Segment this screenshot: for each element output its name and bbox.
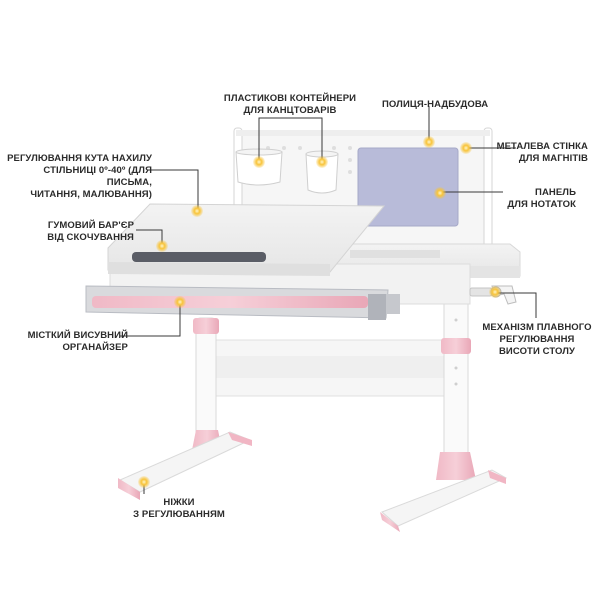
marker-dot <box>460 142 472 154</box>
right-leg <box>380 299 508 532</box>
rubber-barrier <box>132 252 266 262</box>
organizer-drawer <box>85 285 400 320</box>
callout-lines <box>120 106 537 494</box>
marker-dot <box>423 136 435 148</box>
label-metal-wall: МЕТАЛЕВА СТІНКА ДЛЯ МАГНІТІВ <box>496 141 588 164</box>
marker-dot <box>434 187 446 199</box>
label-organizer: МІСТКИЙ ВИСУВНИЙ ОРГАНАЙЗЕР <box>27 330 128 353</box>
desk-tilt-top <box>107 203 386 276</box>
marker-dot <box>253 156 265 168</box>
marker-dot <box>156 240 168 252</box>
label-height-mechanism: МЕХАНІЗМ ПЛАВНОГО РЕГУЛЮВАННЯ ВИСОТИ СТО… <box>482 322 592 357</box>
label-shelf: ПОЛИЦЯ-НАДБУДОВА <box>382 99 489 110</box>
label-legs: НІЖКИ З РЕГУЛЮВАННЯМ <box>133 497 225 520</box>
label-notes-panel: ПАНЕЛЬ ДЛЯ НОТАТОК <box>507 187 576 210</box>
label-rubber-barrier: ГУМОВИЙ БАР'ЄР ВІД СКОЧУВАННЯ <box>47 220 134 243</box>
left-leg <box>118 317 252 500</box>
label-tilt: РЕГУЛЮВАННЯ КУТА НАХИЛУ СТІЛЬНИЦІ 0º-40º… <box>7 153 152 200</box>
callout-markers <box>138 136 501 488</box>
marker-dot <box>174 296 186 308</box>
label-containers: ПЛАСТИКОВІ КОНТЕЙНЕРИ ДЛЯ КАНЦТОВАРІВ <box>223 93 357 116</box>
marker-dot <box>191 205 203 217</box>
marker-dot <box>138 476 150 488</box>
marker-dot <box>489 286 501 298</box>
marker-dot <box>316 156 328 168</box>
